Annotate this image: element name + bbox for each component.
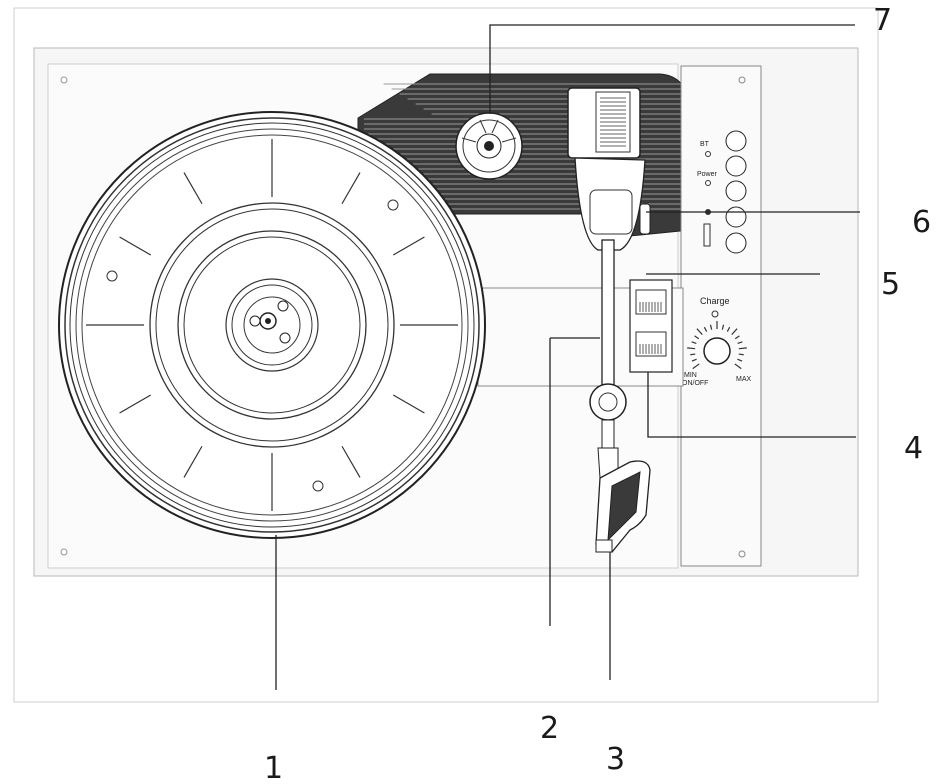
control-button[interactable] [725,130,747,152]
leader-7 [489,24,855,114]
switch-block [629,279,673,373]
control-button[interactable] [725,232,747,254]
platter [58,111,486,539]
callout-2: 2 [540,711,559,746]
callout-leaders [275,24,860,690]
callout-1: 1 [264,751,283,784]
power-label: Power [697,171,718,178]
callout-7: 7 [873,3,892,38]
control-button[interactable] [725,155,747,177]
leader-2 [549,337,600,626]
callout-3: 3 [606,742,625,777]
volume-knob[interactable] [703,337,731,365]
control-panel: BT Power Charge MIN ON/OFF MAX [680,65,762,567]
speed-switch[interactable] [635,331,667,357]
screw-hole [60,76,68,84]
power-indicator [705,180,711,186]
bt-label: BT [700,141,710,148]
adapter-45rpm [455,112,523,180]
callout-6: 6 [912,205,931,240]
screw-hole [60,548,68,556]
tonearm [567,87,651,553]
control-button[interactable] [725,180,747,202]
arm-tube [601,239,615,391]
min-onoff-label: MIN [684,372,697,379]
auto-stop-switch[interactable] [635,289,667,315]
leader-4 [647,372,856,438]
max-label: MAX [736,376,752,383]
usb-slot [703,223,711,247]
min-onoff-label-2: ON/OFF [682,380,708,387]
callout-5: 5 [881,267,900,302]
stylus [595,539,613,553]
bt-indicator [705,151,711,157]
lift-lever[interactable] [639,203,651,235]
charge-label: Charge [700,296,730,306]
control-button[interactable] [725,206,747,228]
charge-indicator [711,310,719,318]
callout-4: 4 [904,431,923,466]
